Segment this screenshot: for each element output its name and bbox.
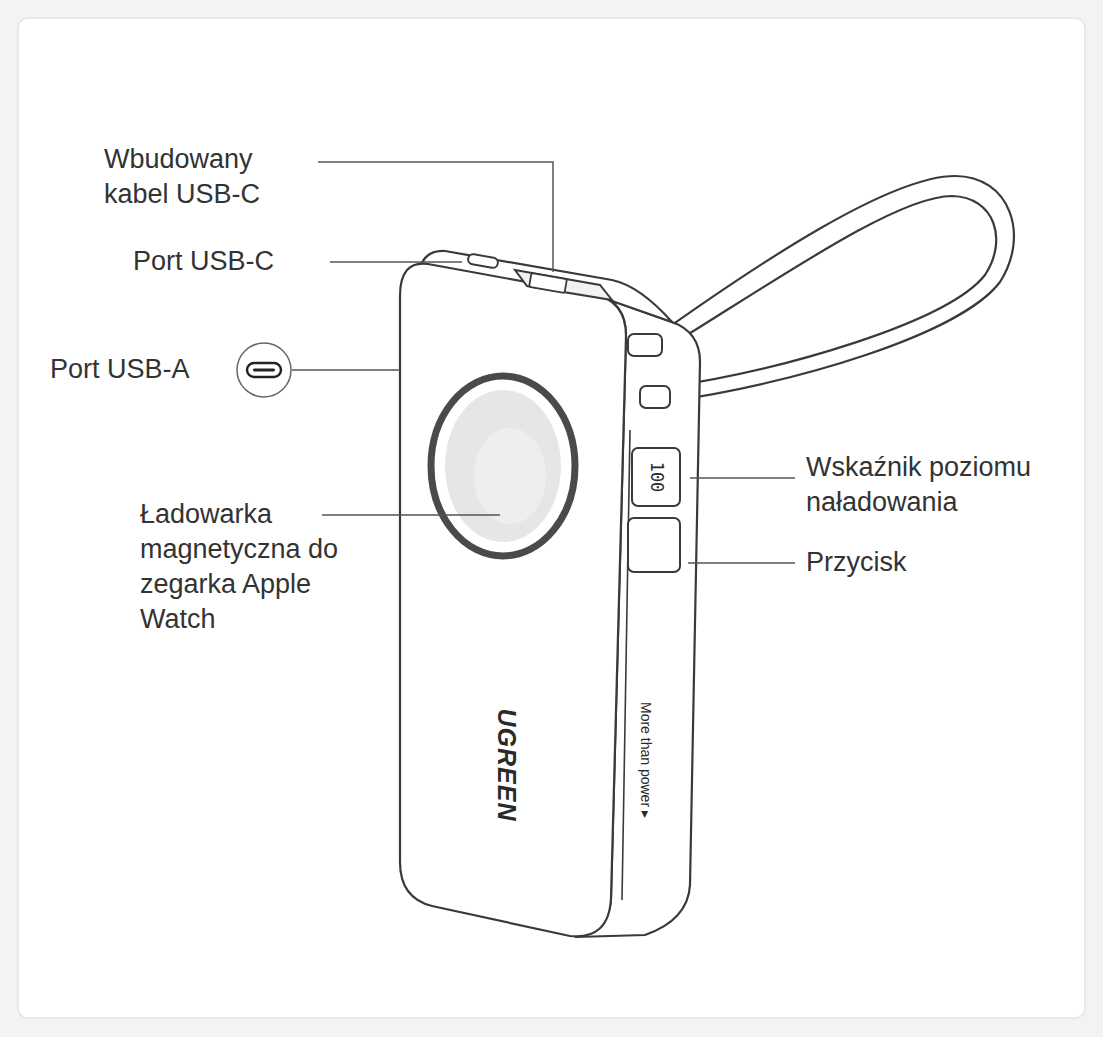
cable-slot [515, 270, 612, 300]
charger-pad [445, 390, 561, 542]
front-face [400, 264, 626, 937]
lanyard-tab [628, 334, 662, 356]
usb-c-port [467, 253, 498, 268]
lanyard-tab [640, 386, 670, 408]
part-label: Ładowarka magnetyczna do zegarka Apple W… [140, 497, 372, 637]
part-label: Wskaźnik poziomu naładowania [806, 450, 1066, 520]
side-groove [622, 430, 630, 900]
cable-plug [529, 273, 567, 293]
part-label: Wbudowany kabel USB-C [104, 142, 309, 212]
lanyard [648, 176, 1014, 402]
battery-readout: 100 [648, 462, 665, 493]
battery-display [632, 448, 680, 506]
button [628, 518, 680, 572]
leader-lines [292, 162, 795, 563]
port-icon-tongue [253, 369, 275, 372]
brand-logo: UGREEN [494, 709, 519, 822]
part-label: Przycisk [806, 545, 1006, 580]
slogan: More than power ▸ [639, 702, 653, 818]
charger-pad-highlight [474, 428, 546, 524]
part-label: Port USB-C [133, 244, 328, 279]
part-label: Port USB-A [50, 352, 240, 387]
port-icon-slot [247, 363, 281, 377]
port-icon [237, 343, 291, 397]
card-background [18, 18, 1085, 1018]
charger-ring [431, 376, 575, 556]
